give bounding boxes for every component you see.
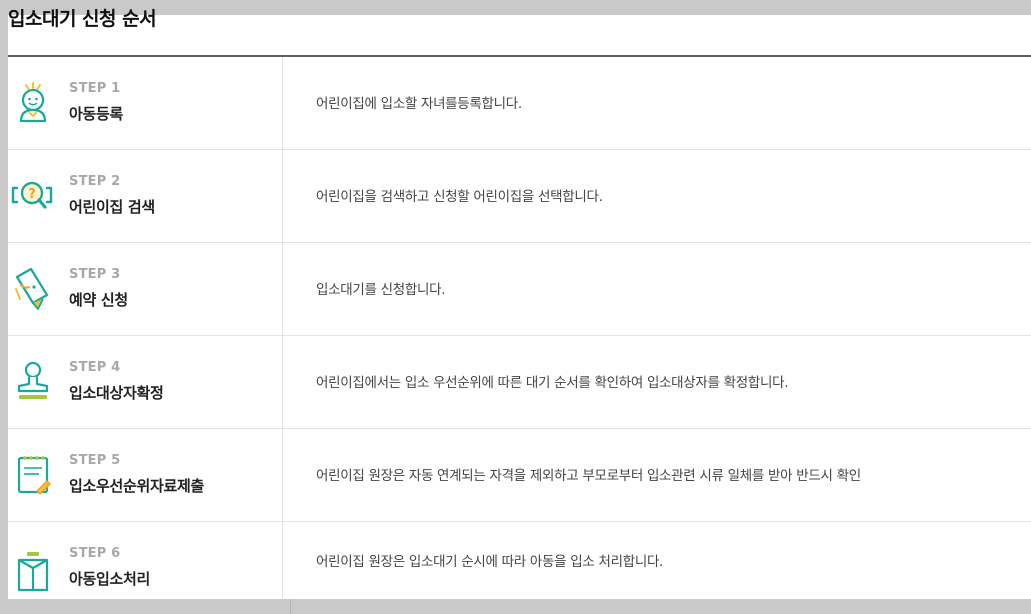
notepad-icon: [17, 456, 51, 495]
pencil-icon: [15, 267, 49, 310]
step-row-6: STEP 6 아동입소처리 어린이집 원장은 입소대기 순시에 따라 아동을 입…: [8, 522, 1031, 600]
title-divider: [8, 55, 1031, 57]
step-row-2: ? STEP 2 어린이집 검색 어린이집을 검색하고 신청할 어린이집을 선택…: [8, 150, 1031, 243]
step-number: STEP 6: [69, 546, 121, 561]
step-label-cell: STEP 3 예약 신청: [8, 243, 283, 335]
step-label-cell: STEP 4 입소대상자확정: [8, 336, 283, 428]
step-description: 입소대기를 신청합니다.: [316, 282, 446, 298]
step-label-cell: STEP 5 입소우선순위자료제출: [8, 429, 283, 521]
column-divider: [290, 599, 291, 614]
svg-text:?: ?: [28, 187, 36, 202]
child-icon: [19, 82, 47, 123]
content-panel: [8, 15, 1031, 599]
step-description: 어린이집을 검색하고 신청할 어린이집을 선택합니다.: [316, 189, 603, 205]
search-question-icon: ?: [11, 181, 53, 209]
step-number: STEP 5: [69, 453, 121, 468]
step-title: 예약 신청: [69, 291, 128, 309]
step-number: STEP 1: [69, 81, 121, 96]
step-title: 입소우선순위자료제출: [69, 477, 205, 495]
step-row-5: STEP 5 입소우선순위자료제출 어린이집 원장은 자동 연계되는 자격을 제…: [8, 429, 1031, 522]
box-icon: [17, 552, 49, 592]
step-row-1: STEP 1 아동등록 어린이집에 입소할 자녀를등록합니다.: [8, 57, 1031, 150]
step-number: STEP 3: [69, 267, 121, 282]
step-description: 어린이집에 입소할 자녀를등록합니다.: [316, 96, 522, 112]
page-title: 입소대기 신청 순서: [8, 8, 157, 30]
step-title: 입소대상자확정: [69, 384, 164, 402]
stamp-icon: [17, 361, 49, 399]
step-number: STEP 2: [69, 174, 121, 189]
steps-list: STEP 1 아동등록 어린이집에 입소할 자녀를등록합니다. ? STEP 2…: [8, 57, 1031, 600]
step-label-cell: ? STEP 2 어린이집 검색: [8, 150, 283, 242]
step-row-4: STEP 4 입소대상자확정 어린이집에서는 입소 우선순위에 따른 대기 순서…: [8, 336, 1031, 429]
step-title: 아동입소처리: [69, 570, 151, 588]
step-number: STEP 4: [69, 360, 121, 375]
step-description: 어린이집 원장은 입소대기 순시에 따라 아동을 입소 처리합니다.: [316, 554, 664, 570]
step-row-3: STEP 3 예약 신청 입소대기를 신청합니다.: [8, 243, 1031, 336]
step-label-cell: STEP 1 아동등록: [8, 57, 283, 149]
step-title: 아동등록: [69, 105, 124, 123]
step-description: 어린이집에서는 입소 우선순위에 따른 대기 순서를 확인하여 입소대상자를 확…: [316, 375, 789, 391]
step-description: 어린이집 원장은 자동 연계되는 자격을 제외하고 부모로부터 입소관련 시류 …: [316, 468, 861, 484]
step-label-cell: STEP 6 아동입소처리: [8, 522, 283, 600]
step-title: 어린이집 검색: [69, 198, 155, 216]
